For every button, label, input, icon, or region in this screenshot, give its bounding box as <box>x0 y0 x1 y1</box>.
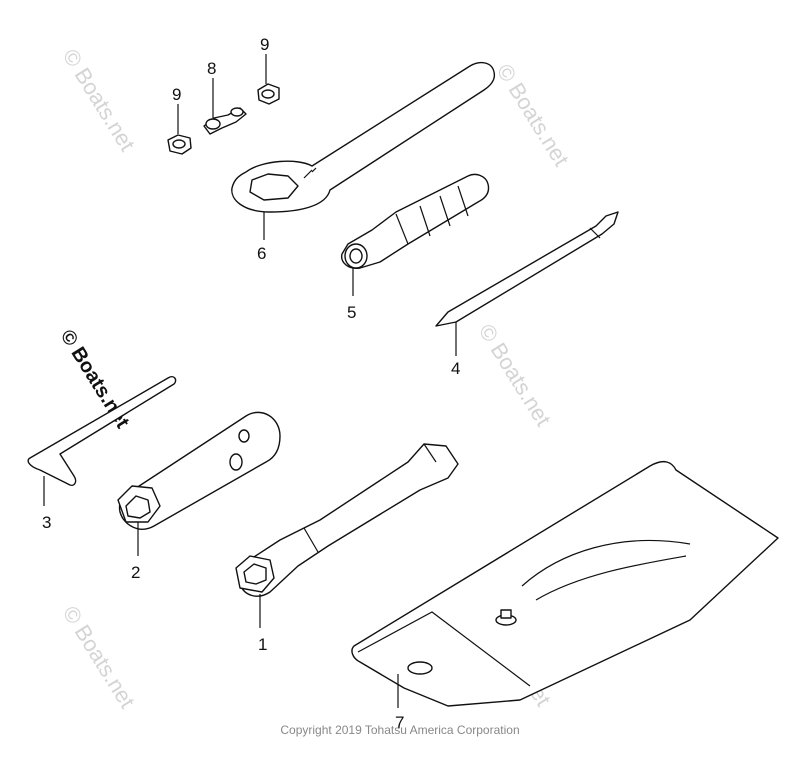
part-4-screwdriver-bit <box>435 211 619 327</box>
part-7-tool-bag <box>351 460 779 707</box>
watermark-2: © Boats.net <box>492 59 574 170</box>
callout-labels: 1 2 3 4 5 6 7 8 9 9 <box>42 35 460 732</box>
part-6-box-wrench <box>231 61 496 213</box>
part-2-spark-plug-socket <box>117 411 281 530</box>
leader-lines <box>43 54 457 708</box>
callout-1: 1 <box>258 635 267 654</box>
callout-6: 6 <box>257 244 266 263</box>
watermark-3: © Boats.net <box>474 319 556 430</box>
copyright-notice: Copyright 2019 Tohatsu America Corporati… <box>280 723 519 737</box>
callout-9-right: 9 <box>260 35 269 54</box>
callout-4: 4 <box>451 359 460 378</box>
part-5-screwdriver-handle <box>341 173 490 269</box>
watermark-1: © Boats.net <box>58 44 140 155</box>
part-1-tube-wrench <box>235 443 459 597</box>
callout-5: 5 <box>347 303 356 322</box>
callout-2: 2 <box>131 563 140 582</box>
part-8-stud <box>203 107 247 135</box>
callout-7: 7 <box>395 713 404 732</box>
part-3-hex-key <box>27 375 177 486</box>
part-9-nut-left <box>167 134 192 155</box>
watermark-4: © Boats.net <box>58 601 140 712</box>
part-9-nut-right <box>257 83 280 105</box>
callout-3: 3 <box>42 513 51 532</box>
callout-9-left: 9 <box>172 85 181 104</box>
callout-8: 8 <box>207 59 216 78</box>
